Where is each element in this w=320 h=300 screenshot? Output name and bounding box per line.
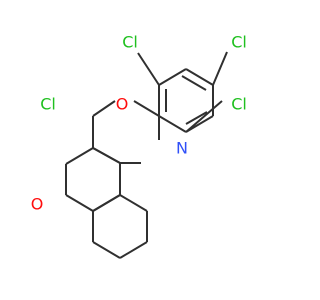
bond xyxy=(65,147,94,165)
bond xyxy=(92,100,116,117)
carbonyl-oxygen-atom-label: O xyxy=(31,195,44,214)
bond xyxy=(92,194,121,212)
bond xyxy=(185,68,214,86)
bond xyxy=(133,100,160,117)
bond xyxy=(185,111,208,125)
molecule-structure: Cl Cl Cl Cl O N O xyxy=(31,33,247,259)
bond xyxy=(158,68,187,86)
bond-lines xyxy=(65,51,228,259)
chlorine-atom-label: Cl xyxy=(40,95,56,114)
bond xyxy=(92,241,121,259)
nitrogen-atom-label: N xyxy=(176,139,188,158)
chlorine-atom-label: Cl xyxy=(231,33,247,52)
oxygen-atom-label: O xyxy=(116,95,129,114)
atom-labels: Cl Cl Cl Cl O N O xyxy=(31,33,247,214)
bond xyxy=(158,115,187,133)
bond xyxy=(119,241,148,259)
bond xyxy=(92,147,121,164)
chlorine-atom-label: Cl xyxy=(231,95,247,114)
bond xyxy=(119,194,148,212)
chlorine-atom-label: Cl xyxy=(122,33,138,52)
bond xyxy=(137,52,160,86)
bond xyxy=(212,51,228,86)
bond xyxy=(185,100,223,133)
bond xyxy=(65,194,94,212)
bond xyxy=(181,75,207,91)
